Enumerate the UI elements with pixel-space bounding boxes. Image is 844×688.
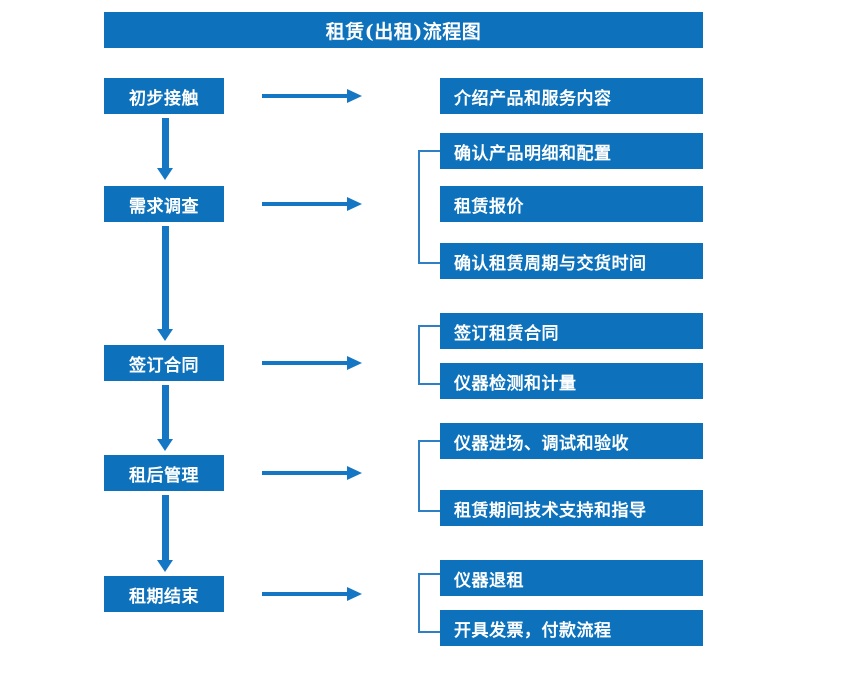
right-arrow-icon-5 bbox=[262, 587, 362, 601]
stage-box-3[interactable]: 签订合同 bbox=[104, 345, 224, 381]
stage-box-4[interactable]: 租后管理 bbox=[104, 455, 224, 491]
group-bracket-icon-5 bbox=[418, 573, 440, 633]
down-arrow-icon-3 bbox=[157, 385, 173, 451]
down-arrow-icon-2 bbox=[157, 226, 173, 341]
group-bracket-icon-2 bbox=[418, 150, 440, 264]
right-arrow-icon-4 bbox=[262, 466, 362, 480]
right-arrow-icon-1 bbox=[262, 89, 362, 103]
detail-box-8[interactable]: 租赁期间技术支持和指导 bbox=[440, 490, 703, 526]
detail-box-2[interactable]: 确认产品明细和配置 bbox=[440, 133, 703, 169]
detail-box-6[interactable]: 仪器检测和计量 bbox=[440, 363, 703, 399]
detail-box-3[interactable]: 租赁报价 bbox=[440, 186, 703, 222]
right-arrow-icon-2 bbox=[262, 197, 362, 211]
stage-box-5[interactable]: 租期结束 bbox=[104, 576, 224, 612]
detail-box-7[interactable]: 仪器进场、调试和验收 bbox=[440, 423, 703, 459]
group-bracket-icon-3 bbox=[418, 325, 440, 385]
down-arrow-icon-1 bbox=[157, 118, 173, 180]
detail-box-5[interactable]: 签订租赁合同 bbox=[440, 313, 703, 349]
stage-box-1[interactable]: 初步接触 bbox=[104, 78, 224, 114]
detail-box-4[interactable]: 确认租赁周期与交货时间 bbox=[440, 243, 703, 279]
detail-box-9[interactable]: 仪器退租 bbox=[440, 560, 703, 596]
page-title: 租赁(出租)流程图 bbox=[104, 12, 703, 48]
detail-box-1[interactable]: 介绍产品和服务内容 bbox=[440, 78, 703, 114]
stage-box-2[interactable]: 需求调查 bbox=[104, 186, 224, 222]
right-arrow-icon-3 bbox=[262, 356, 362, 370]
group-bracket-icon-4 bbox=[418, 440, 440, 512]
detail-box-10[interactable]: 开具发票，付款流程 bbox=[440, 610, 703, 646]
down-arrow-icon-4 bbox=[157, 495, 173, 572]
